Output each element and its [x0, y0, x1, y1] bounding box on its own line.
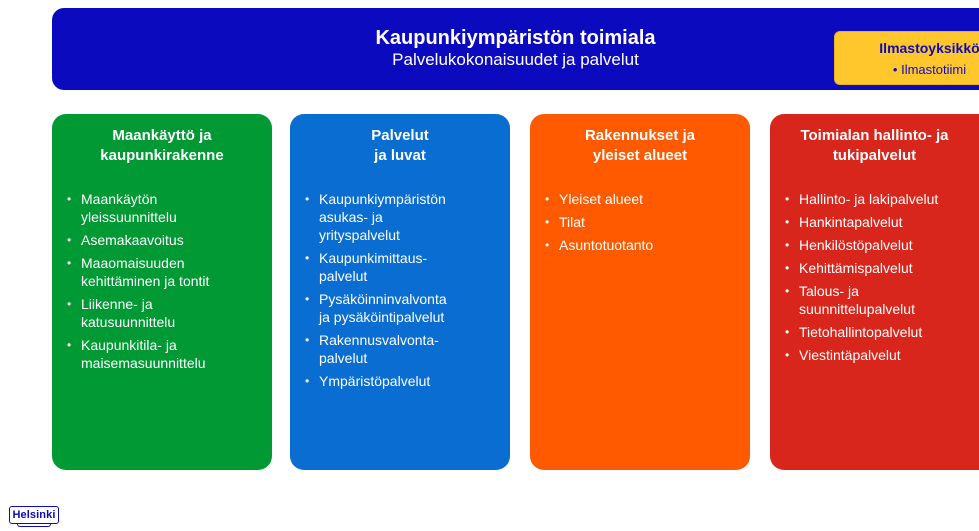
card-buildings-public-areas: Rakennukset ja yleiset alueet Yleiset al… [530, 114, 750, 470]
list-item: Asemakaavoitus [65, 231, 264, 249]
climate-bullet: • [892, 62, 902, 77]
list-item: Pysäköinninvalvonta ja pysäköintipalvelu… [303, 290, 502, 326]
list-item: Rakennusvalvonta- palvelut [303, 331, 502, 367]
card-list-services-permits: Kaupunkiympäristön asukas- ja yrityspalv… [303, 190, 502, 395]
list-item: Maaomaisuuden kehittäminen ja tontit [65, 254, 264, 290]
climate-team-label: Ilmastotiimi [901, 62, 967, 77]
list-item: Kehittämispalvelut [783, 259, 971, 277]
list-item: Talous- ja suunnittelupalvelut [783, 282, 971, 318]
list-item: Tietohallintopalvelut [783, 323, 971, 341]
card-list-admin: Hallinto- ja lakipalvelut Hankintapalvel… [783, 190, 971, 369]
card-list-buildings: Yleiset alueet Tilat Asuntotuotanto [543, 190, 742, 259]
list-item: Hankintapalvelut [783, 213, 971, 231]
list-item: Hallinto- ja lakipalvelut [783, 190, 971, 208]
card-title-admin: Toimialan hallinto- ja tukipalvelut [800, 127, 949, 164]
list-item: Viestintäpalvelut [783, 346, 971, 364]
card-title-buildings: Rakennukset ja yleiset alueet [584, 127, 696, 164]
card-land-use: Maankäyttö ja kaupunkirakenne Maankäytön… [52, 114, 272, 470]
card-title-land-use: Maankäyttö ja kaupunkirakenne [100, 127, 224, 164]
list-item: Asuntotuotanto [543, 236, 742, 254]
list-item: Henkilöstöpalvelut [783, 236, 971, 254]
card-title-services-permits: Palvelut ja luvat [371, 127, 429, 164]
climate-unit-box: Ilmastoyksikkö • Ilmastotiimi [834, 31, 979, 85]
page-subtitle: Palvelukokonaisuudet ja palvelut [392, 50, 639, 69]
card-services-permits: Palvelut ja luvat Kaupunkiympäristön asu… [290, 114, 510, 470]
list-item: Tilat [543, 213, 742, 231]
climate-unit-item: • Ilmastotiimi [835, 62, 979, 78]
page-title: Kaupunkiympäristön toimiala [375, 27, 656, 49]
list-item: Ympäristöpalvelut [303, 372, 502, 390]
list-item: Kaupunkimittaus- palvelut [303, 249, 502, 285]
list-item: Liikenne- ja katusuunnittelu [65, 295, 264, 331]
list-item: Kaupunkiympäristön asukas- ja yrityspalv… [303, 190, 502, 244]
card-list-land-use: Maankäytön yleissuunnittelu Asemakaavoit… [65, 190, 264, 377]
list-item: Maankäytön yleissuunnittelu [65, 190, 264, 226]
header-banner: Kaupunkiympäristön toimiala Palvelukokon… [52, 8, 979, 90]
list-item: Kaupunkitila- ja maisemasuunnittelu [65, 336, 264, 372]
helsinki-logo: Helsinki [9, 506, 59, 527]
card-admin-support: Toimialan hallinto- ja tukipalvelut Hall… [770, 114, 979, 470]
list-item: Yleiset alueet [543, 190, 742, 208]
climate-unit-title: Ilmastoyksikkö [879, 40, 979, 56]
